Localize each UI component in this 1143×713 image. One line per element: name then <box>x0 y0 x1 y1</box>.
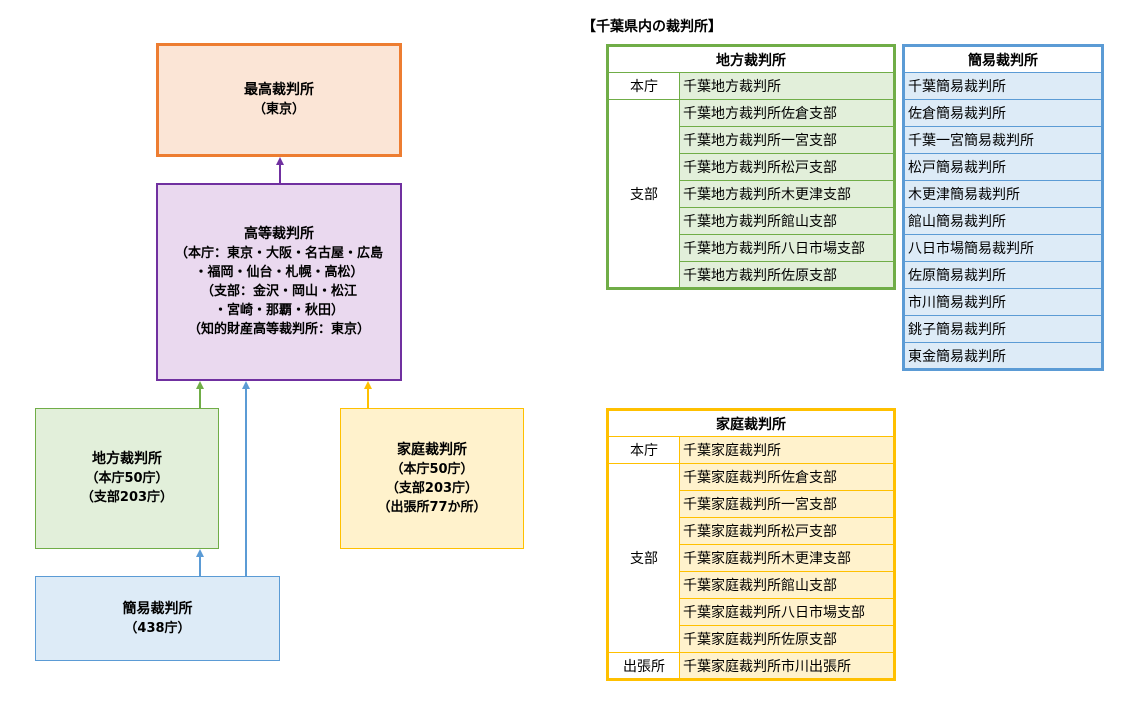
branch-value: 千葉地方裁判所松戸支部 <box>679 153 895 181</box>
high-court-line: （知的財産高等裁判所：東京） <box>187 322 370 337</box>
table-row: 千葉地方裁判所佐原支部 <box>608 261 895 289</box>
table-row: 支部 千葉家庭裁判所佐倉支部 <box>607 463 895 653</box>
arrow-high-to-supreme <box>276 157 284 183</box>
table-row: 本庁 千葉地方裁判所 <box>607 72 895 100</box>
arrow-summary-to-high <box>242 381 250 576</box>
family-court-title: 家庭裁判所 <box>397 441 467 458</box>
chiba-district-court-table: 地方裁判所 本庁 千葉地方裁判所 支部 千葉地方裁判所佐倉支部 千葉地方裁判所一… <box>606 44 896 290</box>
branch-office-label: 出張所 <box>607 652 680 680</box>
chiba-section-title: 【千葉県内の裁判所】 <box>582 19 722 35</box>
table-row: 千葉家庭裁判所木更津支部 <box>608 544 895 572</box>
high-court-title: 高等裁判所 <box>244 226 314 242</box>
branch-value: 千葉家庭裁判所佐倉支部 <box>679 463 895 491</box>
branch-value: 千葉家庭裁判所佐原支部 <box>679 625 895 653</box>
main-office-label: 本庁 <box>607 72 680 100</box>
district-court-line: （支部203庁） <box>80 490 174 505</box>
district-court-box: 地方裁判所 （本庁50庁） （支部203庁） <box>35 408 219 549</box>
table-row: 千葉家庭裁判所一宮支部 <box>608 490 895 518</box>
high-court-line: ・福岡・仙台・札幌・高松） <box>194 265 364 280</box>
summary-court-value: 東金簡易裁判所 <box>903 342 1103 370</box>
summary-court-value: 八日市場簡易裁判所 <box>903 234 1103 262</box>
summary-court-value: 千葉一宮簡易裁判所 <box>903 126 1103 154</box>
summary-court-value: 木更津簡易裁判所 <box>903 180 1103 208</box>
family-court-box: 家庭裁判所 （本庁50庁） （支部203庁） （出張所77か所） <box>340 408 524 549</box>
high-court-box: 高等裁判所 （本庁：東京・大阪・名古屋・広島 ・福岡・仙台・札幌・高松） （支部… <box>156 183 402 381</box>
table-row: 銚子簡易裁判所 <box>903 315 1103 343</box>
branch-office-value: 千葉家庭裁判所市川出張所 <box>679 652 895 680</box>
table-row: 市川簡易裁判所 <box>903 288 1103 316</box>
chiba-family-court-table: 家庭裁判所 本庁 千葉家庭裁判所 支部 千葉家庭裁判所佐倉支部 千葉家庭裁判所一… <box>606 408 896 681</box>
branch-value: 千葉地方裁判所佐倉支部 <box>679 99 895 127</box>
family-court-line: （出張所77か所） <box>377 499 487 515</box>
branch-value: 千葉地方裁判所館山支部 <box>679 207 895 235</box>
table-row: 八日市場簡易裁判所 <box>903 234 1103 262</box>
family-court-line: （本庁50庁） <box>390 461 474 477</box>
supreme-court-title: 最高裁判所 <box>244 82 314 98</box>
table-row: 館山簡易裁判所 <box>903 207 1103 235</box>
supreme-court-location: （東京） <box>252 102 305 117</box>
table-header-row: 地方裁判所 <box>607 45 895 73</box>
branch-value: 千葉家庭裁判所木更津支部 <box>679 544 895 572</box>
branch-value: 千葉地方裁判所一宮支部 <box>679 126 895 154</box>
high-court-line: （本庁：東京・大阪・名古屋・広島 <box>174 246 383 261</box>
table-row: 出張所 千葉家庭裁判所市川出張所 <box>607 652 895 680</box>
branch-value: 千葉地方裁判所佐原支部 <box>679 261 895 289</box>
branch-value: 千葉家庭裁判所八日市場支部 <box>679 598 895 626</box>
district-court-line: （本庁50庁） <box>85 471 169 486</box>
main-office-value: 千葉家庭裁判所 <box>679 436 895 464</box>
high-court-line: （支部：金沢・岡山・松江 <box>200 284 357 299</box>
summary-court-line: （438庁） <box>124 620 191 636</box>
table-row: 千葉家庭裁判所八日市場支部 <box>608 598 895 626</box>
summary-court-value: 館山簡易裁判所 <box>903 207 1103 235</box>
chiba-summary-court-table: 簡易裁判所 千葉簡易裁判所 佐倉簡易裁判所 千葉一宮簡易裁判所 松戸簡易裁判所 … <box>902 44 1104 371</box>
table-row: 千葉地方裁判所八日市場支部 <box>608 234 895 262</box>
summary-court-value: 佐倉簡易裁判所 <box>903 99 1103 127</box>
table-row: 千葉地方裁判所木更津支部 <box>608 180 895 208</box>
table-row: 木更津簡易裁判所 <box>903 180 1103 208</box>
summary-court-value: 銚子簡易裁判所 <box>903 315 1103 343</box>
table-header-row: 家庭裁判所 <box>607 409 895 437</box>
summary-court-value: 松戸簡易裁判所 <box>903 153 1103 181</box>
supreme-court-box: 最高裁判所 （東京） <box>156 43 402 157</box>
table-row: 佐倉簡易裁判所 <box>903 99 1103 127</box>
arrow-summary-to-district <box>196 549 204 576</box>
family-table-header: 家庭裁判所 <box>607 409 895 437</box>
family-court-line: （支部203庁） <box>385 480 479 496</box>
table-row: 千葉一宮簡易裁判所 <box>903 126 1103 154</box>
branch-value: 千葉地方裁判所木更津支部 <box>679 180 895 208</box>
main-office-label: 本庁 <box>607 436 680 464</box>
table-row: 本庁 千葉家庭裁判所 <box>607 436 895 464</box>
arrow-district-to-high <box>196 381 204 408</box>
main-office-value: 千葉地方裁判所 <box>679 72 895 100</box>
district-court-title: 地方裁判所 <box>92 451 162 467</box>
table-row: 千葉家庭裁判所佐原支部 <box>608 625 895 653</box>
summary-court-title: 簡易裁判所 <box>122 600 193 617</box>
branch-label: 支部 <box>607 99 680 289</box>
branch-value: 千葉地方裁判所八日市場支部 <box>679 234 895 262</box>
summary-court-value: 佐原簡易裁判所 <box>903 261 1103 289</box>
table-row: 支部 千葉地方裁判所佐倉支部 <box>607 99 895 289</box>
table-row: 松戸簡易裁判所 <box>903 153 1103 181</box>
table-row: 千葉簡易裁判所 <box>903 72 1103 100</box>
table-header-row: 簡易裁判所 <box>903 45 1103 73</box>
branch-value: 千葉家庭裁判所館山支部 <box>679 571 895 599</box>
summary-table-header: 簡易裁判所 <box>903 45 1103 73</box>
branch-label: 支部 <box>607 463 680 653</box>
table-row: 佐原簡易裁判所 <box>903 261 1103 289</box>
high-court-line: ・宮崎・那覇・秋田） <box>213 303 344 318</box>
district-table-header: 地方裁判所 <box>607 45 895 73</box>
summary-court-value: 市川簡易裁判所 <box>903 288 1103 316</box>
branch-value: 千葉家庭裁判所松戸支部 <box>679 517 895 545</box>
table-row: 東金簡易裁判所 <box>903 342 1103 370</box>
summary-court-value: 千葉簡易裁判所 <box>903 72 1103 100</box>
branch-value: 千葉家庭裁判所一宮支部 <box>679 490 895 518</box>
arrow-family-to-high <box>364 381 372 408</box>
summary-court-box: 簡易裁判所 （438庁） <box>35 576 280 661</box>
